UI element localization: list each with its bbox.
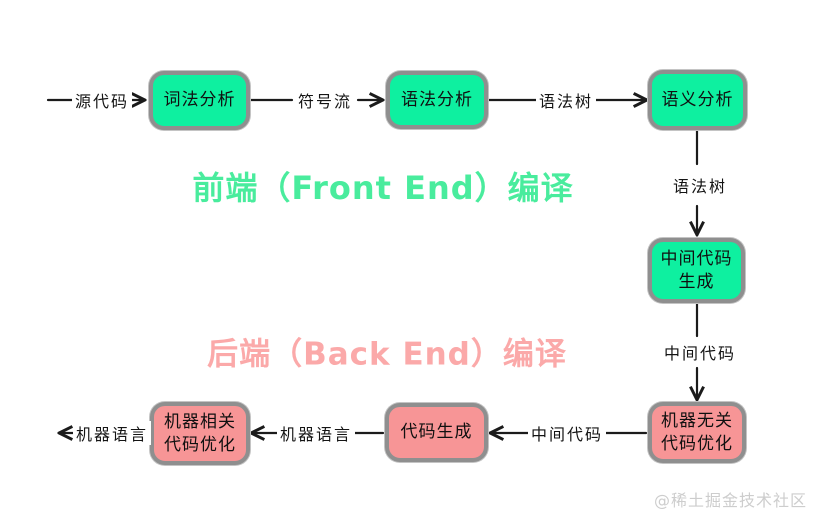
node-label: 语法分析 <box>401 89 473 110</box>
edge-label-intermediate-code-bottom: 中间代码 <box>527 421 607 445</box>
edge-label-intermediate-code-right: 中间代码 <box>660 340 740 364</box>
edge-label-machine-language-mid: 机器语言 <box>276 421 356 445</box>
node-label: 机器相关 代码优化 <box>164 412 236 455</box>
edge-label-syntax-tree-top: 语法树 <box>535 88 597 112</box>
node-machine-independent-optimization: 机器无关 代码优化 <box>648 402 746 463</box>
node-label: 机器无关 代码优化 <box>661 411 733 454</box>
front-end-section-title: 前端（Front End）编译 <box>192 169 574 207</box>
node-intermediate-code-generation: 中间代码 生成 <box>648 238 745 303</box>
edge-label-syntax-tree-right: 语法树 <box>669 173 731 197</box>
edge-label-source-code: 源代码 <box>71 88 133 112</box>
edge-label-machine-language-out: 机器语言 <box>72 421 152 445</box>
node-semantic-analysis: 语义分析 <box>648 70 747 130</box>
node-machine-dependent-optimization: 机器相关 代码优化 <box>150 402 250 465</box>
node-label: 语义分析 <box>661 89 734 110</box>
edge-label-token-stream: 符号流 <box>294 88 356 112</box>
node-code-generation: 代码生成 <box>385 403 488 462</box>
node-label: 词法分析 <box>163 90 236 111</box>
node-label: 代码生成 <box>400 422 473 443</box>
back-end-section-title: 后端（Back End）编译 <box>207 336 567 373</box>
node-lexical-analysis: 词法分析 <box>149 71 250 130</box>
node-label: 中间代码 生成 <box>660 249 733 292</box>
watermark: @稀土掘金技术社区 <box>653 491 807 510</box>
node-syntax-analysis: 语法分析 <box>386 71 488 129</box>
